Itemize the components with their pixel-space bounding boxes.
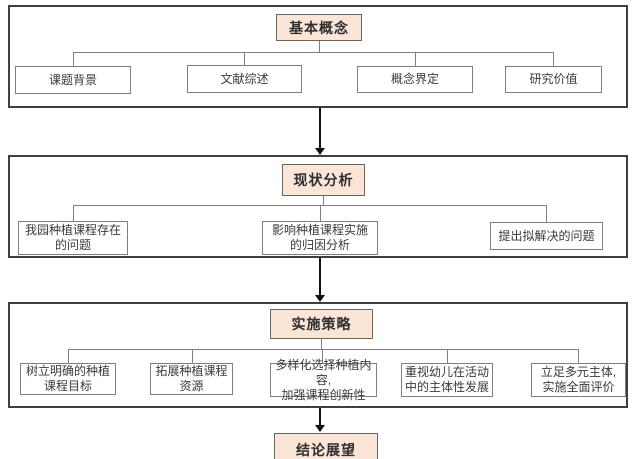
node-problems-to-solve: 提出拟解决的问题 bbox=[490, 222, 603, 250]
node-clear-planting-goals: 树立明确的种植 课程目标 bbox=[20, 363, 116, 395]
node-research-value: 研究价值 bbox=[505, 66, 602, 93]
connector-line bbox=[322, 349, 323, 363]
node-attribution-analysis: 影响种植课程实施 的归因分析 bbox=[262, 221, 378, 255]
connector-line bbox=[192, 349, 193, 363]
connector-line bbox=[68, 349, 579, 350]
connector-line bbox=[73, 52, 554, 53]
node-literature-review: 文献综述 bbox=[187, 65, 302, 93]
node-expand-curriculum-resources: 拓展种植课程 资源 bbox=[150, 363, 233, 395]
connector-line bbox=[320, 205, 321, 221]
node-topic-background: 课题背景 bbox=[15, 66, 131, 94]
connector-line bbox=[73, 205, 547, 206]
section-header-basic-concepts: 基本概念 bbox=[276, 14, 362, 41]
node-concept-definition: 概念界定 bbox=[357, 66, 473, 93]
connector-line bbox=[244, 52, 245, 66]
section-header-implementation-strategy: 实施策略 bbox=[270, 309, 373, 339]
node-children-subjectivity-development: 重视幼儿在活动 中的主体性发展 bbox=[401, 363, 493, 397]
down-arrowhead-icon bbox=[315, 148, 325, 155]
down-arrowhead-icon bbox=[315, 425, 325, 432]
node-existing-problems: 我园种植课程存在 的问题 bbox=[18, 221, 128, 255]
footer-conclusion-outlook: 结论展望 bbox=[274, 433, 378, 459]
connector-line bbox=[319, 41, 320, 52]
down-arrow-icon bbox=[319, 258, 321, 296]
connector-line bbox=[73, 205, 74, 221]
section-header-current-analysis: 现状分析 bbox=[282, 164, 365, 196]
connector-line bbox=[68, 349, 69, 363]
down-arrow-icon bbox=[319, 108, 321, 149]
connector-line bbox=[546, 205, 547, 222]
down-arrowhead-icon bbox=[315, 295, 325, 302]
connector-line bbox=[553, 52, 554, 66]
connector-line bbox=[73, 52, 74, 66]
node-multi-subject-evaluation: 立足多元主体, 实施全面评价 bbox=[531, 363, 626, 397]
connector-line bbox=[415, 52, 416, 66]
connector-line bbox=[447, 349, 448, 363]
connector-line bbox=[323, 196, 324, 205]
node-diversified-content-innovation: 多样化选择种植内容, 加强课程创新性 bbox=[270, 358, 377, 402]
down-arrow-icon bbox=[319, 408, 321, 426]
connector-line bbox=[321, 339, 322, 349]
connector-line bbox=[578, 349, 579, 363]
